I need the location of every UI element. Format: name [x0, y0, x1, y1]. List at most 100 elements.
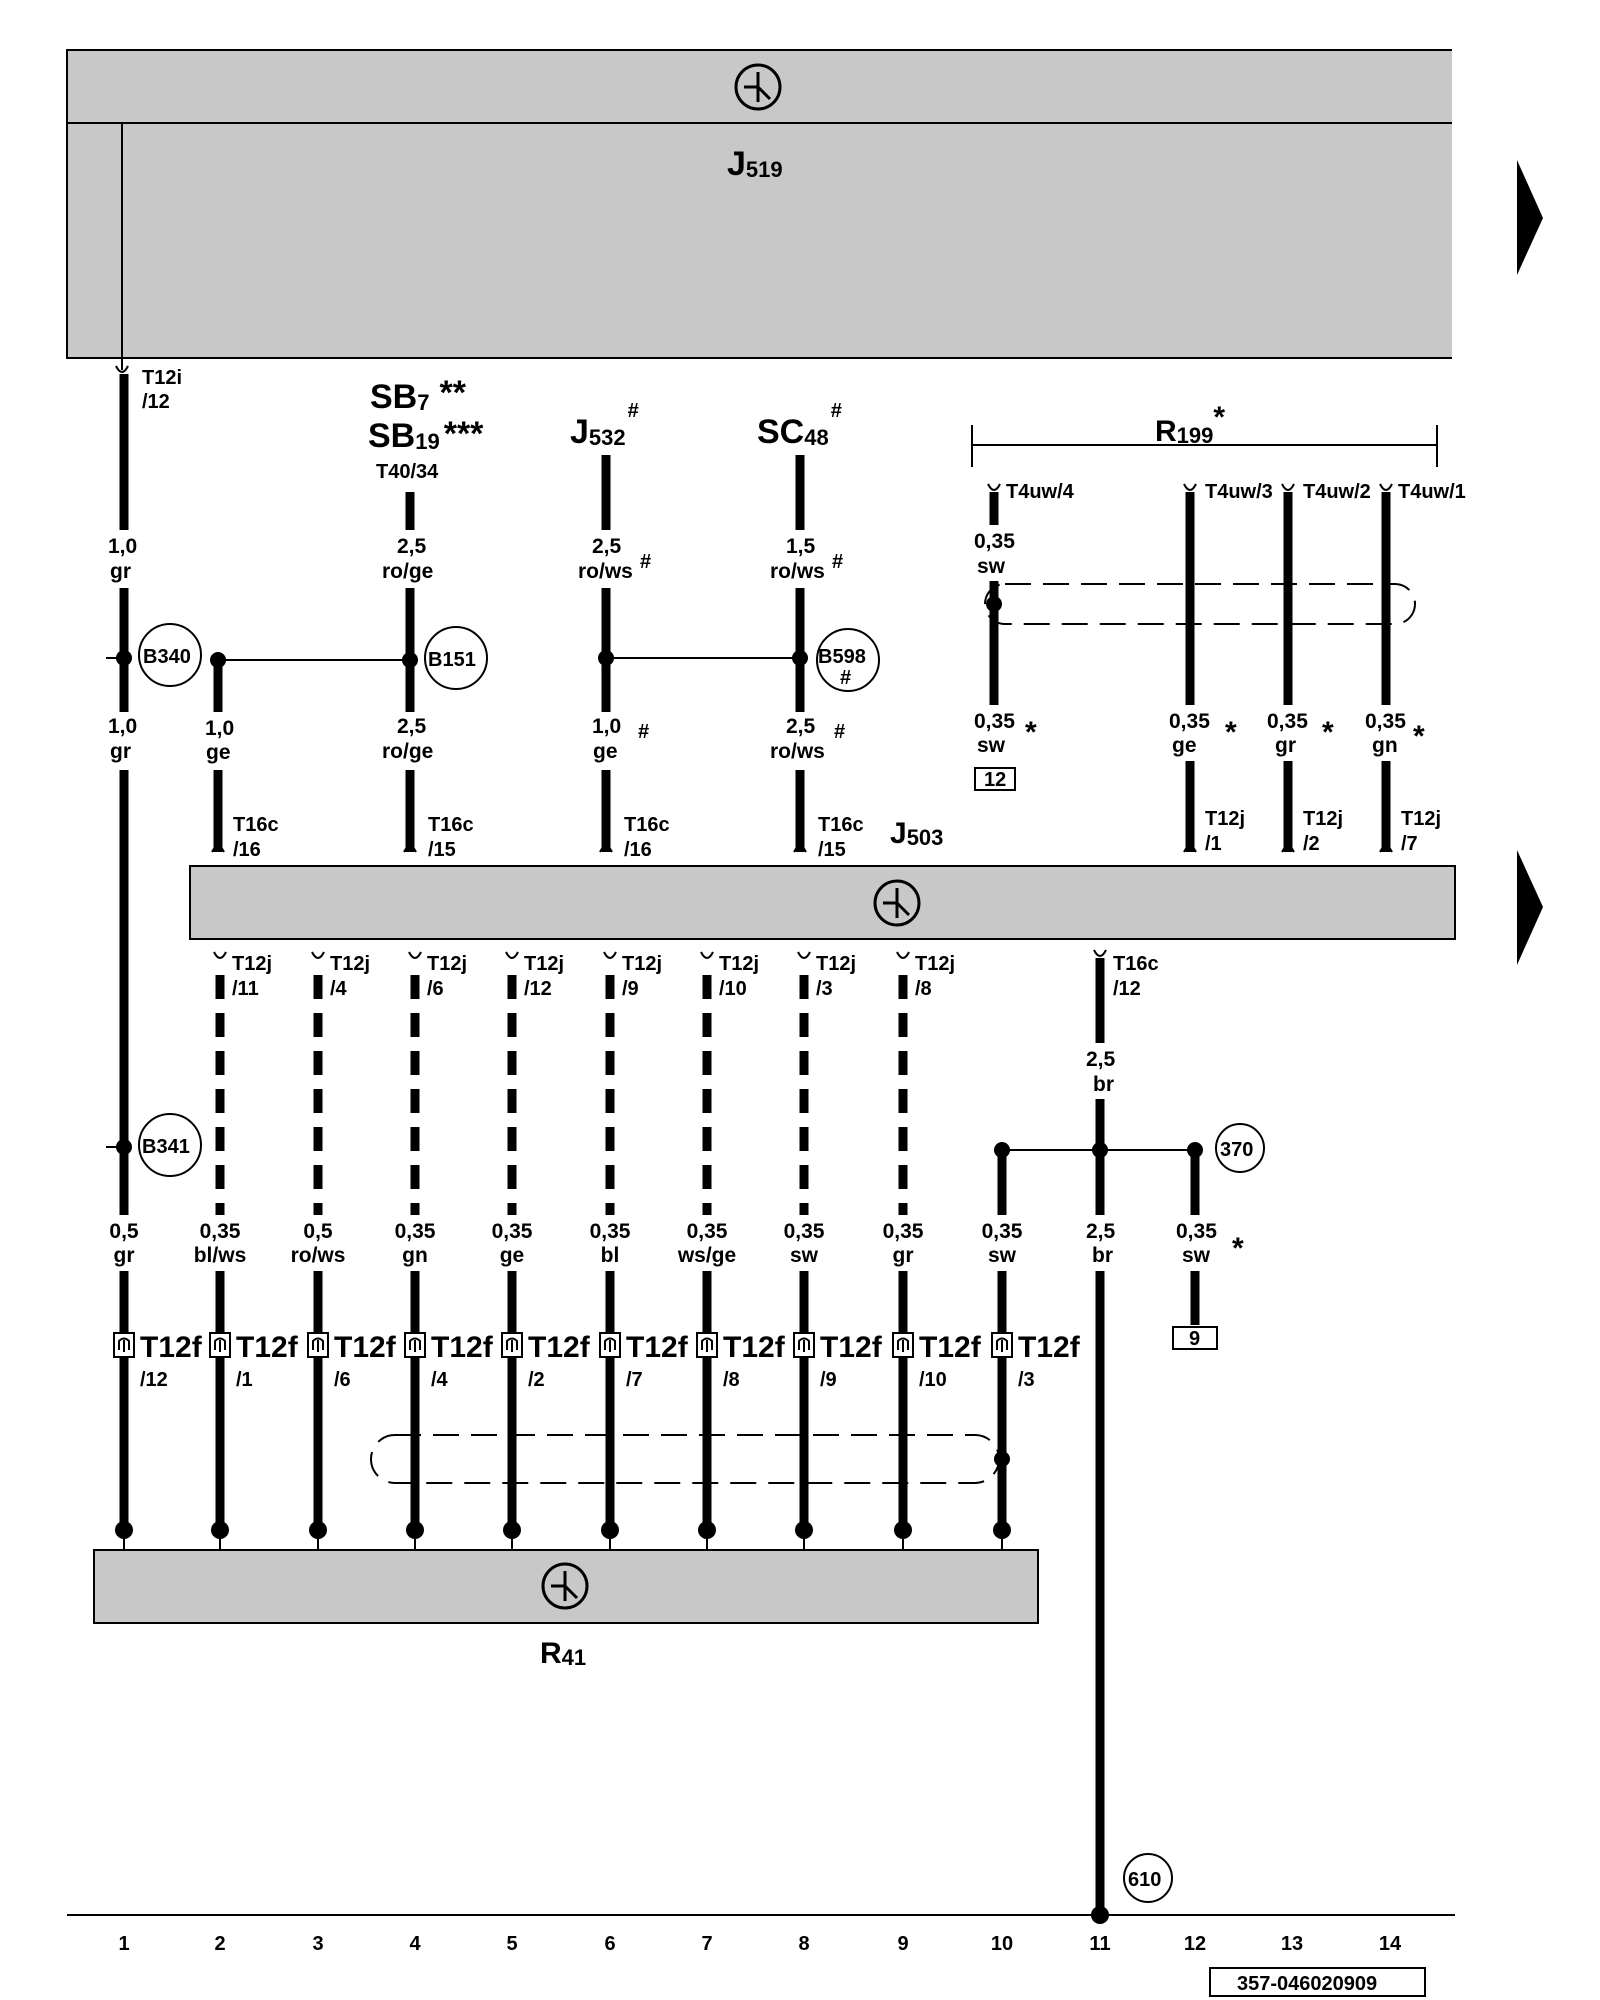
wire-col-8-upper: SC48# 1,5 ro/ws # 2,5 ro/ws # T16c /15 — [757, 400, 864, 861]
wire-size: 0,35 — [687, 1220, 728, 1243]
connector-icon — [209, 1332, 231, 1358]
wire-col-6-upper: J532# 2,5 ro/ws # 1,0 ge # T16c /16 — [570, 400, 808, 861]
svg-text:SB19***: SB19*** — [368, 415, 484, 455]
pin-label: /6 — [427, 978, 444, 1000]
svg-text:SB7**: SB7** — [370, 374, 467, 416]
connector-label: T12f — [820, 1331, 883, 1364]
connector-label: T12f — [528, 1331, 591, 1364]
connector-label: T16c — [818, 814, 864, 836]
connector-label: T12f — [236, 1331, 299, 1364]
column-number: 14 — [1379, 1933, 1402, 1955]
pin-label: /12 — [524, 978, 552, 1000]
r199-wire-2: T4uw/3 0,35 ge * T12j /1 — [1167, 481, 1273, 855]
column-number: 9 — [897, 1933, 908, 1955]
wire-size: 1,0 — [108, 535, 137, 558]
wire-color: gr — [114, 1244, 135, 1267]
svg-text:J532#: J532# — [570, 400, 639, 451]
pin-label: /7 — [626, 1369, 643, 1391]
connector-label: T4uw/4 — [1006, 481, 1075, 503]
connector-icon — [892, 1332, 914, 1358]
terminal-label: T40/34 — [376, 461, 439, 483]
wire-size: 0,35 — [974, 710, 1015, 733]
wire-color: gr — [893, 1244, 914, 1267]
pin-label: /7 — [1401, 833, 1418, 855]
svg-text:B598: B598 — [818, 646, 866, 668]
j519-label: J — [727, 145, 746, 183]
electronic-unit-icon — [541, 1562, 589, 1610]
svg-text:J519: J519 — [727, 145, 783, 183]
document-number: 357-046020909 — [1209, 1967, 1426, 1997]
connector-label: T12f — [626, 1331, 689, 1364]
pin-label: /10 — [919, 1369, 947, 1391]
svg-text:357-046020909: 357-046020909 — [1237, 1973, 1377, 1995]
r41-label: R — [540, 1637, 562, 1670]
svg-text:R41: R41 — [540, 1637, 586, 1670]
wire-size: 0,35 — [883, 1220, 924, 1243]
wire-color: ro/ws — [770, 560, 825, 583]
wire-color: ge — [1172, 734, 1197, 757]
svg-text:SC48#: SC48# — [757, 400, 842, 451]
wire-size: 0,35 — [974, 530, 1015, 553]
connector-label: T12j — [1205, 808, 1245, 830]
column-number: 1 — [118, 1933, 129, 1955]
wire-color: ro/ge — [382, 740, 433, 763]
wire-color: ro/ws — [770, 740, 825, 763]
svg-text:B151: B151 — [428, 649, 476, 671]
shield-r41 — [370, 1434, 1010, 1484]
column-number: 6 — [604, 1933, 615, 1955]
column-number: 4 — [409, 1933, 421, 1955]
r199-label: R — [1155, 415, 1177, 448]
pin-label: /6 — [334, 1369, 351, 1391]
pin-label: /10 — [719, 978, 747, 1000]
wire-color: ge — [500, 1244, 525, 1267]
svg-text:610: 610 — [1128, 1869, 1161, 1891]
column-number: 12 — [1184, 1933, 1206, 1955]
connector-label: T12j — [1303, 808, 1343, 830]
r199-wire-3: T4uw/2 0,35 gr * T12j /2 — [1265, 481, 1371, 855]
pin-label: /15 — [818, 839, 846, 861]
wire-size: 0,35 — [492, 1220, 533, 1243]
column-number: 7 — [701, 1933, 712, 1955]
wire-color: ro/ge — [382, 560, 433, 583]
connector-label: T16c — [624, 814, 670, 836]
wire-color: sw — [988, 1244, 1017, 1267]
wire-color: br — [1092, 1244, 1113, 1267]
wire-color: bl — [601, 1244, 620, 1267]
wire-col-4-upper: 2,5 ro/ge 2,5 ro/ge T16c /15 — [382, 492, 474, 861]
connector-label: T16c — [1113, 953, 1159, 975]
wire-color: ge — [593, 740, 618, 763]
pin-label: /4 — [431, 1369, 449, 1391]
svg-text:#: # — [832, 551, 843, 573]
svg-text:*: * — [1025, 716, 1037, 749]
connector-label: T12f — [140, 1331, 203, 1364]
wire-color: sw — [977, 734, 1006, 757]
wire-color: gr — [110, 740, 131, 763]
svg-text:*: * — [1232, 1232, 1244, 1265]
svg-text:*: * — [1322, 716, 1334, 749]
pin-label: /12 — [142, 391, 170, 413]
wire-size: 2,5 — [786, 715, 816, 738]
connector-label: T12j — [816, 953, 856, 975]
ground-point-610: 610 — [1123, 1853, 1173, 1903]
wire-size: 0,35 — [982, 1220, 1023, 1243]
wire-color: br — [1093, 1073, 1114, 1096]
wire-size: 1,0 — [205, 717, 234, 740]
wire-color: sw — [977, 555, 1006, 578]
r199-wire-1: T4uw/4 0,35 sw 0,35 sw * 12 — [972, 481, 1075, 791]
shield-r199 — [984, 583, 1416, 625]
splice-b151: B151 — [424, 626, 488, 690]
connector-label: T4uw/1 — [1398, 481, 1466, 503]
pin-label: /9 — [622, 978, 639, 1000]
connector-label: T12f — [334, 1331, 397, 1364]
pin-label: /2 — [1303, 833, 1320, 855]
connector-icon — [307, 1332, 329, 1358]
svg-text:#: # — [834, 721, 845, 743]
connector-label: T12j — [232, 953, 272, 975]
connector-icon — [696, 1332, 718, 1358]
splice-b341: B341 — [138, 1113, 202, 1177]
j503-control-unit: J503 — [189, 817, 1456, 940]
